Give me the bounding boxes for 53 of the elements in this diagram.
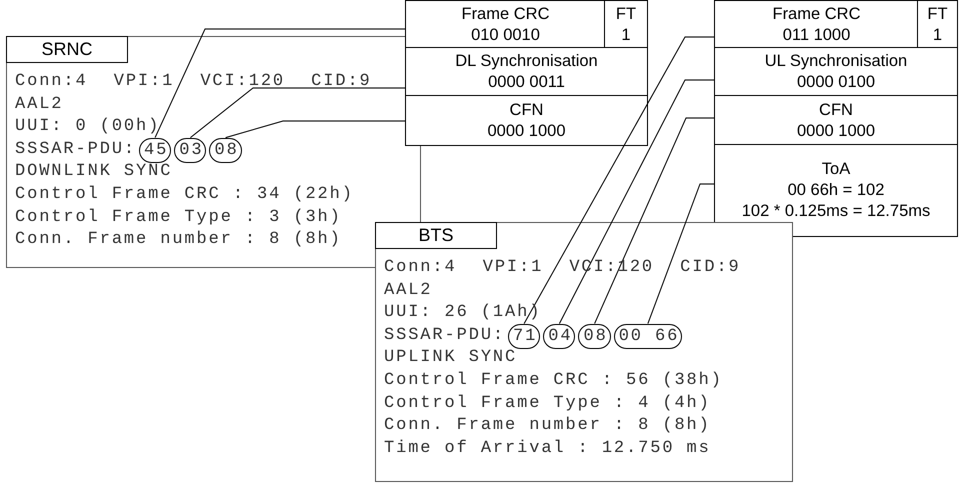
- decode-line: SSSAR-PDU:: [384, 324, 506, 347]
- field-value: 011 1000: [782, 24, 850, 46]
- field-name: Frame CRC: [461, 4, 550, 24]
- leader-line: [225, 120, 406, 138]
- leader-line: [558, 80, 714, 324]
- field-name: ToA: [822, 159, 850, 180]
- field-name: FT: [616, 4, 636, 24]
- field-value: 0000 0100: [797, 72, 875, 93]
- decode-panel: [375, 222, 793, 482]
- decode-line: Conn. Frame number : 8 (8h): [384, 415, 711, 438]
- decode-line: Control Frame CRC : 34 (22h): [15, 184, 354, 206]
- field-value: 00 66h = 102: [788, 180, 884, 201]
- field-value: 0000 1000: [797, 120, 875, 142]
- leader-line: [594, 118, 714, 324]
- frame-field-cell: [714, 47, 958, 97]
- field-value: 102 * 0.125ms = 12.75ms: [742, 201, 930, 222]
- field-name: CFN: [819, 100, 853, 120]
- decode-line: AAL2: [15, 94, 64, 116]
- frame-field-cell: [714, 95, 958, 146]
- field-name: DL Synchronisation: [455, 51, 598, 72]
- frame-field-cell: [405, 95, 648, 146]
- field-name: UL Synchronisation: [764, 51, 908, 72]
- decode-line: DOWNLINK SYNC: [15, 161, 172, 184]
- decode-line: Time of Arrival : 12.750 ms: [384, 438, 711, 460]
- field-value: 0000 0011: [488, 72, 565, 93]
- frame-field-cell: [405, 47, 648, 97]
- decode-line: Conn. Frame number : 8 (8h): [15, 229, 342, 252]
- decode-line: Control Frame Type : 4 (4h): [384, 392, 711, 415]
- frame-field-cell: [714, 0, 919, 49]
- frame-field-cell: [917, 0, 958, 49]
- field-value: 0000 1000: [488, 120, 566, 142]
- decode-line: UUI: 0 (00h): [15, 116, 160, 138]
- leader-line: [154, 28, 406, 138]
- decode-line: SSSAR-PDU:: [15, 138, 136, 161]
- decode-line: AAL2: [384, 280, 432, 302]
- decode-line: UPLINK SYNC: [384, 347, 518, 370]
- panel-title: SRNC: [6, 36, 128, 63]
- frame-field-cell: [405, 0, 606, 49]
- decode-line: Control Frame CRC : 56 (38h): [384, 370, 723, 392]
- decode-line: Control Frame Type : 3 (3h): [15, 206, 342, 229]
- field-name: CFN: [510, 100, 544, 120]
- field-name: Frame CRC: [772, 4, 860, 24]
- frame-field-cell: [604, 0, 648, 49]
- decode-line: Conn:4 VPI:1 VCI:120 CID:9: [15, 71, 372, 93]
- frame-field-cell: [714, 144, 958, 237]
- leader-line: [647, 184, 714, 324]
- leader-line: [190, 88, 406, 138]
- leader-line: [524, 36, 714, 324]
- panel-title: BTS: [375, 222, 497, 249]
- field-name: FT: [927, 4, 948, 24]
- field-value: 1: [932, 24, 942, 46]
- field-value: 1: [621, 24, 631, 46]
- field-value: 010 0010: [471, 24, 540, 46]
